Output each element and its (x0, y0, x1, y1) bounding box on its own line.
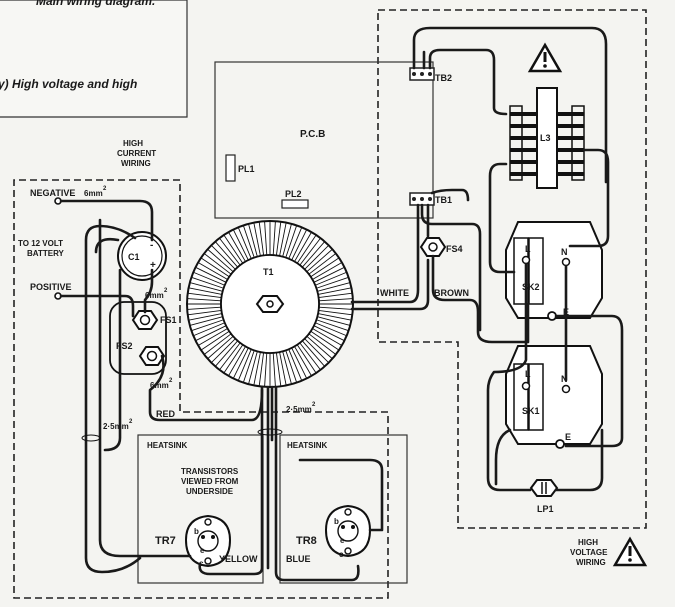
gauge-sq: 2 (103, 186, 107, 192)
gauge-sq: 2 (169, 378, 173, 384)
gauge-label: 6mm (145, 291, 164, 300)
l3-label: L3 (540, 133, 551, 143)
positive-label: POSITIVE (30, 282, 72, 292)
region-boundaries (13, 9, 647, 599)
heatsink-left-label: HEATSINK (147, 441, 188, 450)
high-current-label-3: WIRING (121, 159, 151, 168)
sk2-pin-l: L (525, 244, 531, 254)
caption-line-2: y) High voltage and high (0, 77, 137, 91)
tr7-pin-c: c (199, 559, 204, 568)
tr8-pin-c: c (339, 550, 344, 559)
transistors-label-1: TRANSISTORS (181, 467, 239, 476)
lp1-label: LP1 (537, 504, 554, 514)
pl2-label: PL2 (285, 189, 302, 199)
wiring (59, 26, 624, 582)
fs1-fuse: FS1 (131, 310, 177, 330)
caption-line-1: Main wiring diagram. (36, 0, 155, 8)
gauge-6mm-fs1: 6mm 2 (145, 288, 168, 300)
tb2-label: TB2 (435, 73, 452, 83)
pl1-connector (225, 154, 236, 182)
battery-label-1: TO 12 VOLT (18, 239, 63, 248)
battery-label-2: BATTERY (27, 249, 65, 258)
fs1-label: FS1 (160, 315, 177, 325)
sk2-label: SK2 (522, 282, 540, 292)
high-voltage-label-3: WIRING (576, 558, 606, 567)
pl2-connector (281, 199, 309, 209)
tr8-pin-e: e (340, 536, 345, 545)
lp1-lamp: LP1 (529, 479, 559, 514)
tr7-label: TR7 (155, 535, 176, 547)
tr7-pin-b: b (194, 527, 199, 536)
c1-capacitor: C1 - + (117, 231, 167, 281)
high-voltage-label-1: HIGH (578, 538, 598, 547)
transistors-label-2: VIEWED FROM (181, 477, 239, 486)
gauge-label: 2·5mm (286, 405, 312, 414)
tb1-label: TB1 (435, 195, 452, 205)
warning-icon (612, 536, 648, 567)
warning-icon (527, 42, 563, 73)
sk1-socket: L N E SK1 (505, 345, 603, 449)
tr7-transistor: TR7 b e c (155, 514, 232, 568)
pcb-outline (214, 61, 434, 219)
fs2-fuse: FS2 (116, 341, 166, 366)
sk1-label: SK1 (522, 406, 540, 416)
transistors-label-3: UNDERSIDE (186, 487, 234, 496)
gauge-sq: 2 (164, 288, 168, 294)
gauge-25mm-left: 2·5mm 2 (81, 419, 133, 442)
high-current-label-1: HIGH (123, 139, 143, 148)
gauge-sq: 2 (312, 402, 316, 408)
high-voltage-boundary (377, 9, 647, 529)
caption-box: Main wiring diagram. y) High voltage and… (0, 0, 188, 118)
c1-plus: + (150, 260, 156, 271)
c1-label: C1 (128, 252, 140, 262)
tr8-label: TR8 (296, 535, 317, 547)
heatsink-right-label: HEATSINK (287, 441, 328, 450)
high-voltage-label-2: VOLTAGE (570, 548, 608, 557)
t1-transformer: T1 (186, 220, 354, 388)
l3-inductor: L3 (509, 87, 585, 189)
tr7-pin-e: e (200, 546, 205, 555)
gauge-label: 6mm (84, 189, 103, 198)
tr8-pin-b: b (334, 517, 339, 526)
fs4-fuse: FS4 (419, 237, 463, 257)
wire-label-yellow: YELLOW (219, 554, 258, 564)
gauge-label: 2·5mm (103, 422, 129, 431)
sk1-pin-e: E (565, 432, 571, 442)
high-current-label-2: CURRENT (117, 149, 156, 158)
fs4-label: FS4 (446, 244, 463, 254)
c1-minus: - (150, 240, 153, 251)
fuse-holder-outline (109, 301, 167, 375)
gauge-25mm-right: 2·5mm 2 (257, 402, 316, 436)
wire-label-brown: BROWN (434, 288, 469, 298)
gauge-6mm-fs2: 6mm 2 (150, 378, 173, 390)
t1-label: T1 (263, 267, 274, 277)
sk2-pin-n: N (561, 247, 568, 257)
wire-label-white: WHITE (380, 288, 409, 298)
heatsink-right: HEATSINK (279, 434, 408, 584)
wire-label-blue: BLUE (286, 554, 311, 564)
pcb-label: P.C.B (300, 129, 325, 140)
sk1-pin-l: L (525, 369, 531, 379)
sk1-pin-n: N (561, 374, 568, 384)
gauge-label: 6mm (150, 381, 169, 390)
high-current-boundary (13, 179, 389, 599)
sk2-socket: L N E SK2 (505, 221, 603, 321)
gauge-sq: 2 (129, 419, 133, 425)
pcb: P.C.B PL1 PL2 TB2 TB1 (214, 61, 452, 219)
pl1-label: PL1 (238, 164, 255, 174)
gauge-6mm-top: 6mm 2 (84, 186, 107, 198)
wire-label-red: RED (156, 409, 176, 419)
negative-label: NEGATIVE (30, 188, 75, 198)
fs2-label: FS2 (116, 341, 133, 351)
tr8-transistor: TR8 b e c (296, 504, 372, 559)
